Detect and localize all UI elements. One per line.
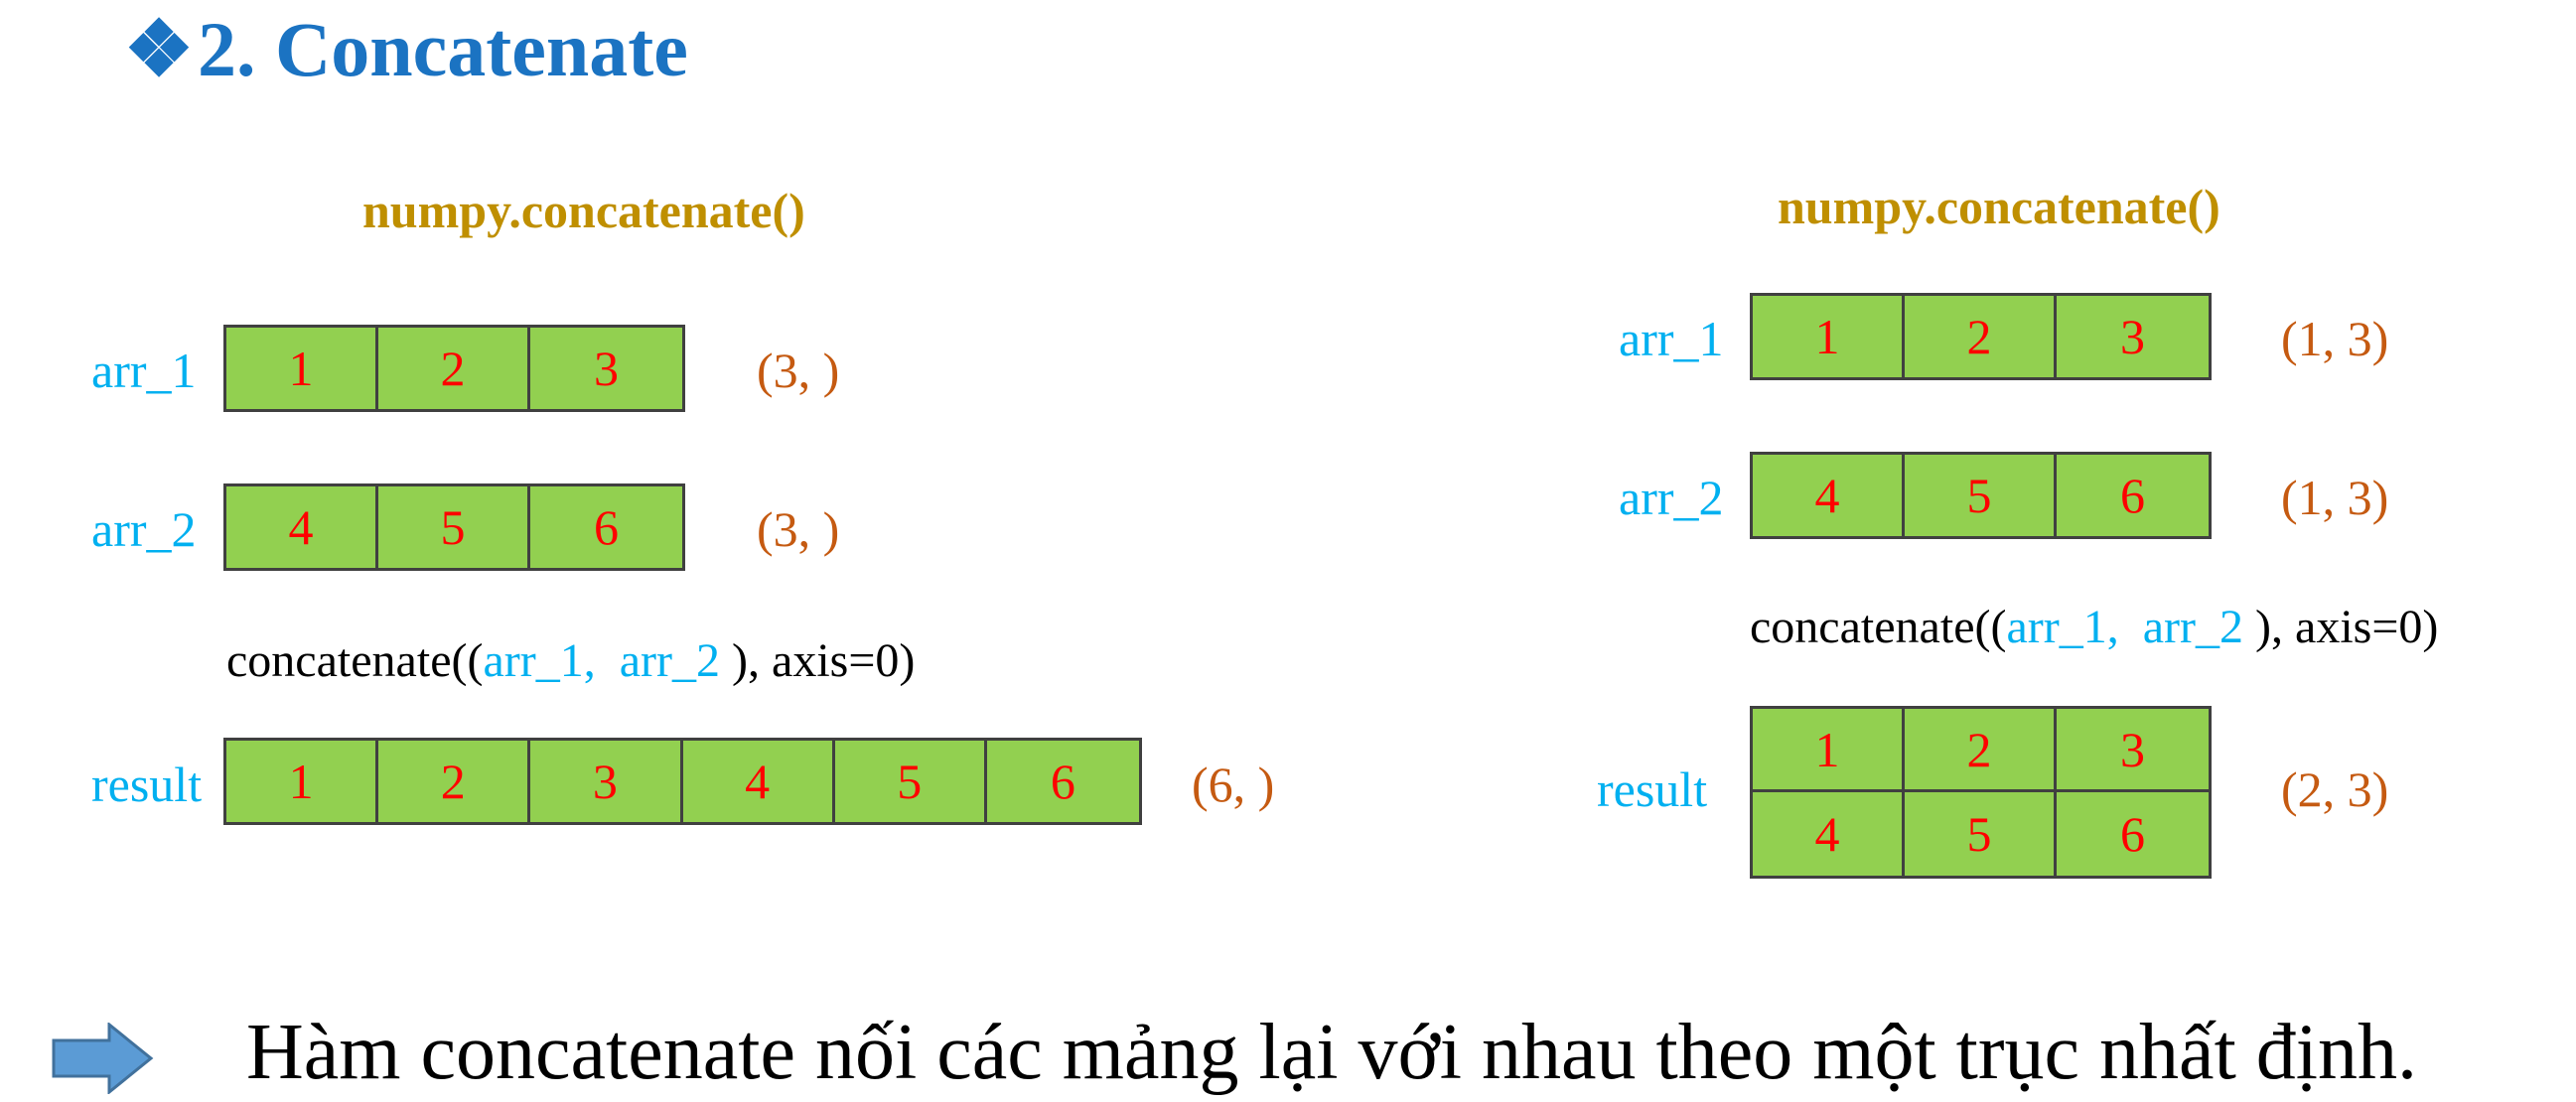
left-result-array: 1 2 3 4 5 6	[223, 738, 1142, 825]
call-arg-arr1: arr_1,	[483, 634, 596, 687]
array-cell: 2	[1905, 709, 2057, 792]
left-result-label: result	[91, 757, 203, 812]
left-arr2-shape: (3, )	[757, 501, 840, 557]
array-cell: 2	[1905, 296, 2057, 377]
right-arr2-label: arr_2	[1619, 470, 1724, 525]
array-cell: 2	[378, 741, 531, 822]
right-arr1-label: arr_1	[1619, 311, 1724, 366]
call-separator	[2119, 601, 2143, 653]
array-cell: 3	[2120, 309, 2145, 364]
right-result-array: 1 2 3 4 5 6	[1750, 706, 2212, 879]
call-prefix: concatenate((	[1750, 601, 2007, 653]
left-arr1-label: arr_1	[91, 343, 197, 398]
array-cell: 3	[594, 341, 619, 396]
array-cell: 1	[1753, 709, 1905, 792]
call-arg-arr2: arr_2	[619, 634, 721, 687]
array-cell: 6	[1050, 754, 1075, 809]
right-result-label: result	[1597, 761, 1708, 817]
array-cell: 6	[2120, 806, 2145, 862]
array-cell: 5	[378, 486, 530, 568]
right-arr2-shape: (1, 3)	[2281, 470, 2389, 525]
right-arrow-icon	[52, 1023, 154, 1094]
left-arr1-array: 1 2 3	[223, 325, 685, 412]
array-cell: 1	[226, 328, 378, 409]
array-cell: 4	[1753, 792, 1905, 876]
array-cell: 3	[2057, 709, 2209, 792]
left-result-shape: (6, )	[1192, 757, 1275, 812]
array-cell: 6	[594, 499, 619, 555]
call-separator	[596, 634, 620, 687]
call-arg-arr1: arr_1,	[2006, 601, 2119, 653]
slide-title: ❖2. Concatenate	[124, 0, 688, 99]
summary-text: Hàm concatenate nối các mảng lại với nha…	[246, 1009, 2418, 1096]
call-prefix: concatenate((	[226, 634, 484, 687]
slide-title-text: 2. Concatenate	[197, 6, 688, 92]
right-function-name: numpy.concatenate()	[1778, 179, 2220, 234]
array-cell: 1	[226, 741, 379, 822]
diamond-bullet-icon: ❖	[124, 6, 194, 92]
call-suffix: ), axis=0)	[2243, 601, 2439, 653]
right-concatenate-call: concatenate((arr_1, arr_2 ), axis=0)	[1750, 598, 2438, 657]
array-cell: 1	[1753, 296, 1905, 377]
left-function-name: numpy.concatenate()	[362, 183, 805, 238]
left-arr1-shape: (3, )	[757, 343, 840, 398]
array-cell: 5	[1905, 455, 2057, 536]
call-suffix: ), axis=0)	[720, 634, 916, 687]
right-arr1-shape: (1, 3)	[2281, 311, 2389, 366]
array-cell: 3	[530, 741, 683, 822]
array-cell: 4	[683, 741, 835, 822]
array-cell: 4	[1753, 455, 1905, 536]
right-arr1-array: 1 2 3	[1750, 293, 2212, 380]
left-concatenate-call: concatenate((arr_1, arr_2 ), axis=0)	[226, 631, 915, 691]
array-cell: 6	[2120, 468, 2145, 523]
call-arg-arr2: arr_2	[2142, 601, 2244, 653]
array-cell: 4	[226, 486, 378, 568]
array-cell: 5	[835, 741, 987, 822]
right-arr2-array: 4 5 6	[1750, 452, 2212, 539]
left-arr2-array: 4 5 6	[223, 483, 685, 571]
array-cell: 2	[378, 328, 530, 409]
array-cell: 5	[1905, 792, 2057, 876]
right-result-shape: (2, 3)	[2281, 761, 2389, 817]
left-arr2-label: arr_2	[91, 501, 197, 557]
